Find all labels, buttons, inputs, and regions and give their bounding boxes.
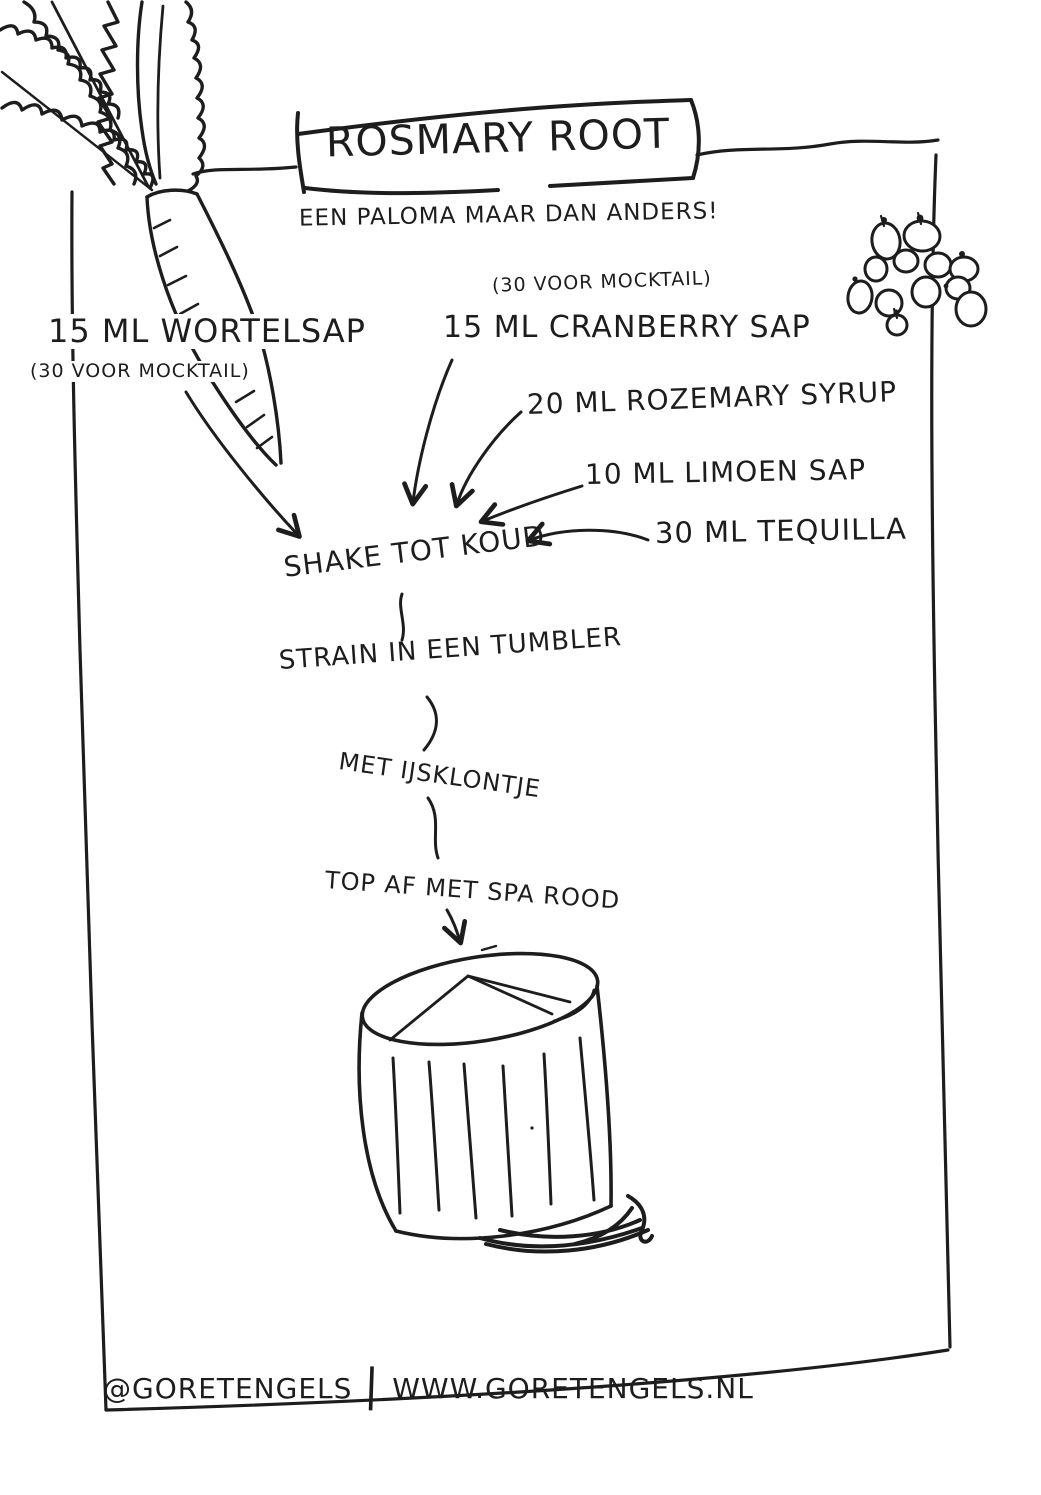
title-box <box>295 98 701 196</box>
ingredient-wortelsap-mocktail-note: (30 VOOR MOCKTAIL) <box>28 360 252 382</box>
arrow-top-to-glass <box>442 908 468 946</box>
arrow-cranberry-to-shake <box>402 358 454 507</box>
ingredient-cranberry: 15 ML CRANBERRY SAP <box>443 310 811 345</box>
footer-credit: @GORETENGELS | WWW.GORETENGELS.NL <box>103 1360 754 1412</box>
trash-can-icon <box>357 951 654 1254</box>
flow-arrows <box>184 358 650 952</box>
shadow-scribble <box>478 1194 654 1254</box>
website-url: WWW.GORETENGELS.NL <box>392 1371 754 1405</box>
ingredient-tequilla: 30 ML TEQUILLA <box>654 511 908 550</box>
connector-shake-strain <box>399 592 405 642</box>
ingredient-limoen-sap: 10 ML LIMOEN SAP <box>584 453 867 491</box>
carrot-icon <box>0 0 283 467</box>
page-title: ROSMARY ROOT <box>325 109 671 167</box>
arrow-limoen-to-shake <box>478 484 584 527</box>
ingredient-wortelsap: 15 ML WORTELSAP <box>45 313 369 350</box>
connector-strain-ice <box>422 695 438 752</box>
arrow-rozemary-to-shake <box>449 410 523 509</box>
footer-divider-bar: | <box>363 1359 382 1412</box>
arrow-tequilla-to-shake <box>525 521 650 547</box>
connector-ice-top <box>426 796 440 860</box>
cranberries-icon <box>846 211 988 337</box>
social-handle: @GORETENGELS <box>103 1371 353 1405</box>
arrow-wortelsap-to-shake <box>184 390 302 539</box>
